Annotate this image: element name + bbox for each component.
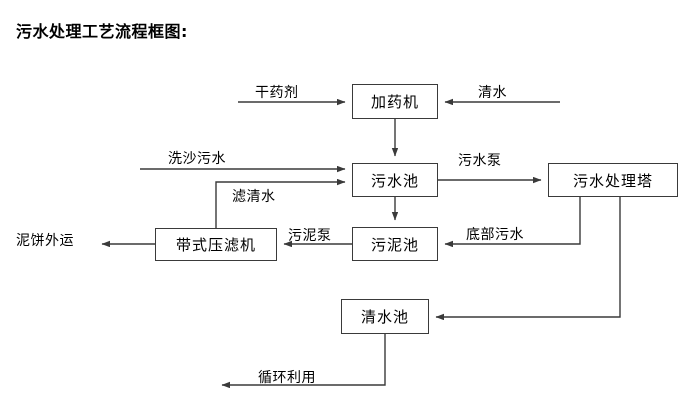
edge-label-sewage-pump: 污水泵	[458, 153, 502, 169]
node-label: 加药机	[370, 93, 419, 111]
node-label: 带式压滤机	[175, 236, 256, 254]
terminal-label-mud-cake-out: 泥饼外运	[16, 233, 74, 249]
node-dosing-machine[interactable]: 加药机	[352, 84, 438, 119]
node-label: 污水池	[370, 171, 419, 190]
edge-clear-water-pool-to-recycle	[221, 334, 386, 389]
node-sludge-pool[interactable]: 污泥池	[352, 227, 438, 261]
node-treatment-tower[interactable]: 污水处理塔	[548, 163, 678, 197]
node-sewage-pool[interactable]: 污水池	[352, 163, 438, 197]
edge-label-bottom-sewage: 底部污水	[466, 227, 524, 243]
edge-label-dry-chemical: 干药剂	[255, 85, 299, 101]
edge-label-clean-water: 清水	[478, 85, 507, 101]
edge-label-filtered-water: 滤清水	[232, 189, 276, 205]
edge-label-sand-wash-water: 洗沙污水	[168, 151, 226, 167]
page-title: 污水处理工艺流程框图:	[16, 22, 188, 41]
node-clear-water-pool[interactable]: 清水池	[341, 299, 429, 334]
node-label: 污水处理塔	[572, 171, 653, 190]
edge-filtered-water-to-sewage-pool	[215, 178, 346, 228]
node-belt-filter-press[interactable]: 带式压滤机	[155, 228, 277, 261]
edge-tower-to-clear-water-pool	[435, 197, 621, 321]
node-label: 清水池	[360, 308, 409, 326]
edge-label-sludge-pump: 污泥泵	[288, 228, 332, 244]
edge-bottom-sewage-to-sludge-pool	[444, 197, 581, 248]
node-label: 污泥池	[370, 235, 419, 254]
edge-label-recycle-use: 循环利用	[258, 370, 316, 386]
